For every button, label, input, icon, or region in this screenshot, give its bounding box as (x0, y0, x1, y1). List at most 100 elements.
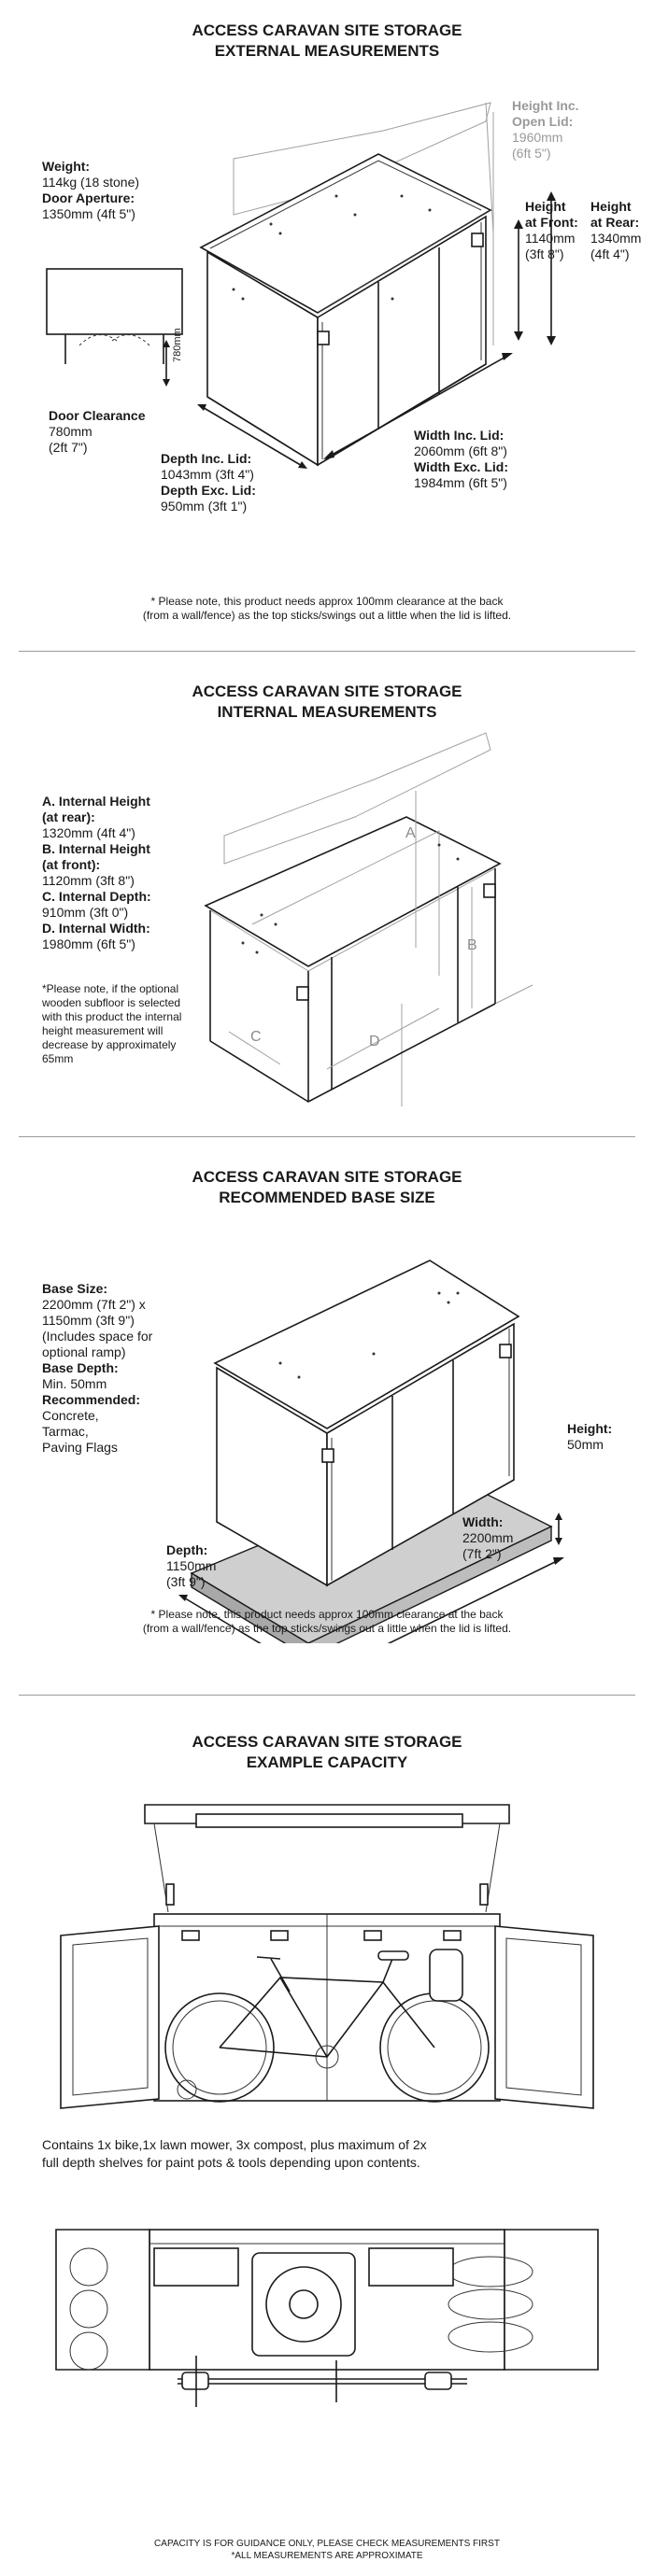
internal-title-line2: INTERNAL MEASUREMENTS (217, 703, 437, 721)
height-front-ft: (3ft 8") (525, 246, 564, 261)
base-spec-block: Base Size: 2200mm (7ft 2") x 1150mm (3ft… (42, 1281, 152, 1456)
base-size-line3: (Includes space for (42, 1329, 153, 1344)
internal-a-label1: A. Internal Height (42, 794, 150, 809)
base-depth2-block: Depth: 1150mm (3ft 9") (166, 1542, 216, 1590)
base-size-line1: 2200mm (7ft 2") x (42, 1297, 146, 1312)
internal-b-label1: B. Internal Height (42, 841, 150, 856)
internal-a-value: 1320mm (4ft 4") (42, 825, 135, 840)
depth-block: Depth Inc. Lid: 1043mm (3ft 4") Depth Ex… (161, 451, 256, 514)
base-section: ACCESS CARAVAN SITE STORAGE RECOMMENDED … (0, 1139, 654, 1699)
height-rear-label2: at Rear: (590, 215, 640, 230)
base-title: ACCESS CARAVAN SITE STORAGE RECOMMENDED … (0, 1167, 654, 1208)
internal-a-label2: (at rear): (42, 809, 95, 824)
external-section: ACCESS CARAVAN SITE STORAGE EXTERNAL MEA… (0, 0, 654, 654)
door-clearance-block: Door Clearance 780mm (2ft 7") (49, 408, 145, 456)
internal-title: ACCESS CARAVAN SITE STORAGE INTERNAL MEA… (0, 682, 654, 723)
weight-value: 114kg (18 stone) (42, 175, 140, 190)
internal-note-line2: wooden subfloor is selected (42, 996, 181, 1009)
capacity-front-drawing (60, 1804, 594, 2109)
internal-spec-block: A. Internal Height (at rear): 1320mm (4f… (42, 794, 151, 952)
base-size-label: Base Size: (42, 1281, 108, 1296)
capacity-title-line1: ACCESS CARAVAN SITE STORAGE (192, 1733, 462, 1751)
base-note: * Please note, this product needs approx… (0, 1608, 654, 1636)
letter-d: D (369, 1034, 380, 1049)
internal-shed-drawing: A B C D (204, 732, 533, 1106)
external-note: * Please note, this product needs approx… (0, 595, 654, 623)
external-title-line1: ACCESS CARAVAN SITE STORAGE (192, 21, 462, 39)
base-depth-value: Min. 50mm (42, 1376, 107, 1391)
external-title: ACCESS CARAVAN SITE STORAGE EXTERNAL MEA… (0, 21, 654, 62)
internal-d-label: D. Internal Width: (42, 921, 150, 936)
internal-b-label2: (at front): (42, 857, 101, 872)
capacity-contains-text: Contains 1x bike,1x lawn mower, 3x compo… (42, 2136, 603, 2172)
base-width-label: Width: (462, 1514, 504, 1529)
base-height-label: Height: (567, 1421, 613, 1436)
internal-c-label: C. Internal Depth: (42, 889, 151, 904)
capacity-footer-line2: *ALL MEASUREMENTS ARE APPROXIMATE (231, 2551, 423, 2561)
capacity-title-line2: EXAMPLE CAPACITY (246, 1753, 408, 1771)
height-rear-block: Height at Rear: 1340mm (4ft 4") (590, 199, 641, 262)
height-front-block: Height at Front: 1140mm (3ft 8") (525, 199, 578, 262)
letter-a: A (405, 825, 416, 841)
base-width-mm: 2200mm (462, 1530, 514, 1545)
capacity-title: ACCESS CARAVAN SITE STORAGE EXAMPLE CAPA… (0, 1732, 654, 1773)
base-size-line4: optional ramp) (42, 1344, 126, 1359)
internal-b-value: 1120mm (3ft 8") (42, 873, 135, 888)
door-clearance-mm: 780mm (49, 424, 92, 439)
height-open-label2: Open Lid: (512, 114, 574, 129)
base-depth-label: Base Depth: (42, 1360, 119, 1375)
height-open-lid-block: Height Inc. Open Lid: 1960mm (6ft 5") (512, 98, 579, 162)
width-inc-label: Width Inc. Lid: (414, 428, 505, 443)
letter-c: C (250, 1029, 262, 1045)
base-note-line1: * Please note, this product needs approx… (150, 1608, 504, 1621)
door-clearance-ft: (2ft 7") (49, 440, 88, 455)
base-height-block: Height: 50mm (567, 1421, 612, 1453)
external-note-line1: * Please note, this product needs approx… (150, 595, 504, 608)
width-block: Width Inc. Lid: 2060mm (6ft 8") Width Ex… (414, 428, 508, 491)
width-inc-value: 2060mm (6ft 8") (414, 443, 507, 458)
height-rear-label1: Height (590, 199, 632, 214)
internal-note-line5: decrease by approximately (42, 1038, 177, 1051)
base-note-line2: (from a wall/fence) as the top sticks/sw… (142, 1622, 512, 1635)
external-weight-block: Weight: 114kg (18 stone) Door Aperture: … (42, 159, 139, 222)
internal-section: ACCESS CARAVAN SITE STORAGE INTERNAL MEA… (0, 654, 654, 1139)
divider-2 (19, 1136, 635, 1137)
external-note-line2: (from a wall/fence) as the top sticks/sw… (142, 609, 512, 622)
height-front-mm: 1140mm (525, 231, 576, 246)
internal-note-line4: height measurement will (42, 1024, 164, 1037)
depth-exc-value: 950mm (3ft 1") (161, 499, 248, 514)
weight-label: Weight: (42, 159, 91, 174)
base-recommended-label: Recommended: (42, 1392, 141, 1407)
internal-note-line6: 65mm (42, 1052, 74, 1065)
external-title-line2: EXTERNAL MEASUREMENTS (214, 42, 440, 60)
door-aperture-label: Door Aperture: (42, 190, 135, 205)
internal-note-line1: *Please note, if the optional (42, 982, 179, 995)
divider-1 (19, 651, 635, 652)
height-rear-mm: 1340mm (590, 231, 642, 246)
capacity-top-drawing (55, 2229, 599, 2407)
door-dim-tag: 780mm (170, 328, 186, 362)
base-rec-line2: Tarmac, (42, 1424, 89, 1439)
capacity-footer-line1: CAPACITY IS FOR GUIDANCE ONLY, PLEASE CH… (154, 2539, 500, 2549)
capacity-contains-line1: Contains 1x bike,1x lawn mower, 3x compo… (42, 2137, 427, 2152)
door-clearance-label: Door Clearance (49, 408, 146, 423)
base-depth2-ft: (3ft 9") (166, 1574, 206, 1589)
base-height-value: 50mm (567, 1437, 604, 1452)
height-front-label1: Height (525, 199, 566, 214)
door-aperture-value: 1350mm (4ft 5") (42, 206, 135, 221)
internal-c-value: 910mm (3ft 0") (42, 905, 129, 920)
base-shed-drawing (178, 1260, 564, 1643)
internal-note-block: *Please note, if the optional wooden sub… (42, 982, 181, 1066)
base-rec-line3: Paving Flags (42, 1440, 118, 1455)
depth-exc-label: Depth Exc. Lid: (161, 483, 256, 498)
base-width-ft: (7ft 2") (462, 1546, 502, 1561)
height-rear-ft: (4ft 4") (590, 246, 630, 261)
capacity-section: ACCESS CARAVAN SITE STORAGE EXAMPLE CAPA… (0, 1697, 654, 2576)
depth-inc-value: 1043mm (3ft 4") (161, 467, 254, 482)
door-dim-tag-text: 780mm (172, 328, 183, 362)
depth-inc-label: Depth Inc. Lid: (161, 451, 252, 466)
height-front-label2: at Front: (525, 215, 578, 230)
width-exc-label: Width Exc. Lid: (414, 459, 508, 474)
base-depth2-label: Depth: (166, 1542, 208, 1557)
capacity-footer: CAPACITY IS FOR GUIDANCE ONLY, PLEASE CH… (0, 2538, 654, 2562)
